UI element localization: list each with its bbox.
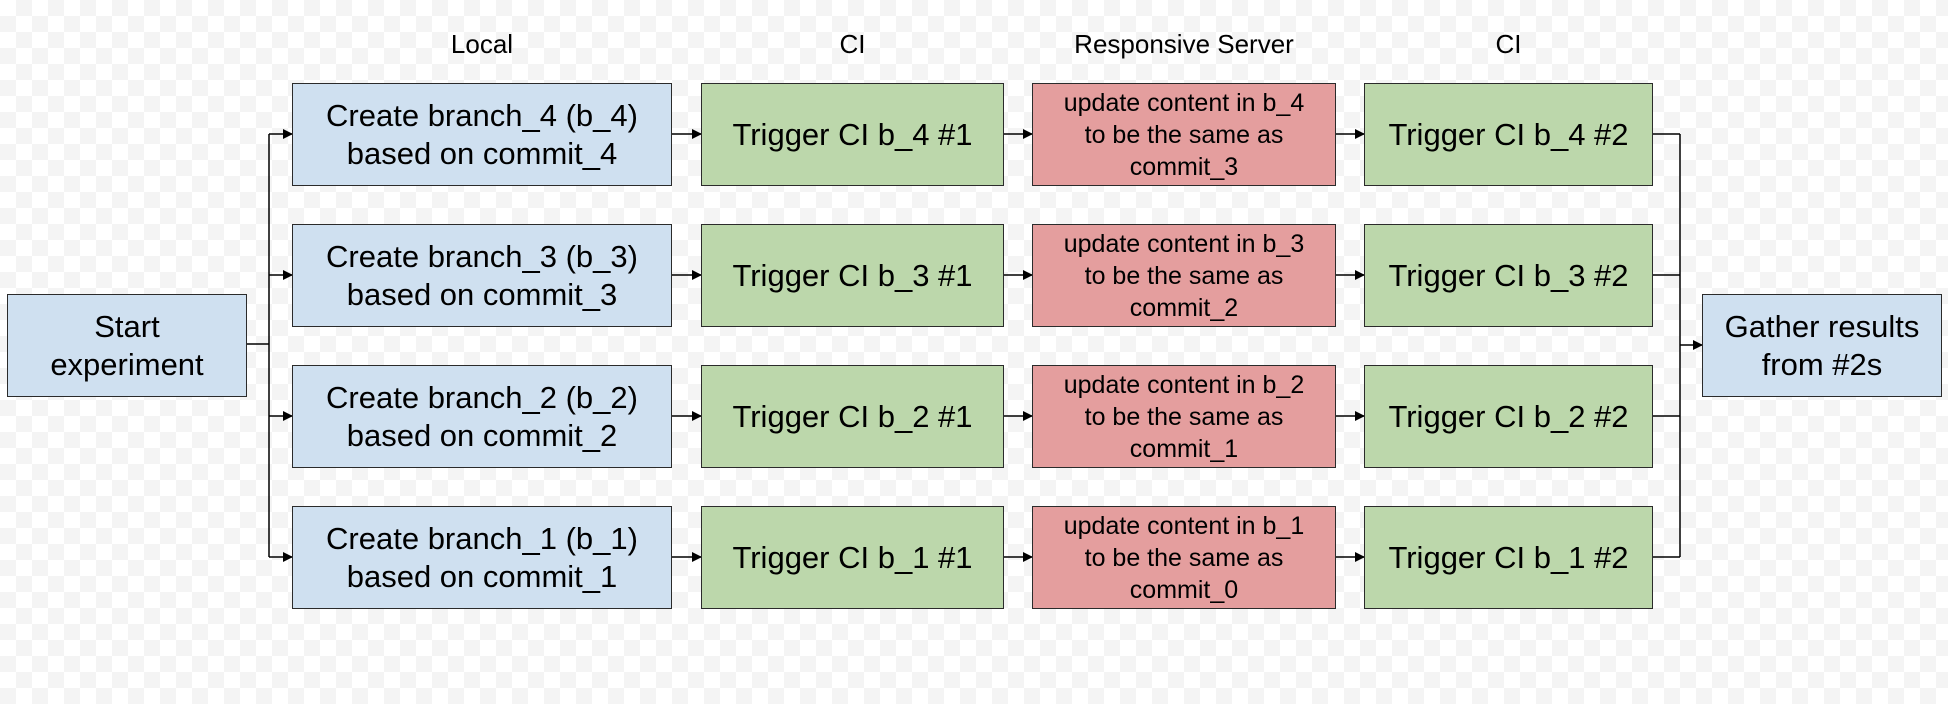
update-content-b3-box: update content in b_3 to be the same as … <box>1032 224 1336 327</box>
trigger-ci-b1-first-box: Trigger CI b_1 #1 <box>701 506 1004 609</box>
create-branch-1-box: Create branch_1 (b_1) based on commit_1 <box>292 506 672 609</box>
column-header-responsive-server: Responsive Server <box>1074 29 1294 59</box>
create-branch-4-box: Create branch_4 (b_4) based on commit_4 <box>292 83 672 186</box>
trigger-ci-b3-second-box: Trigger CI b_3 #2 <box>1364 224 1653 327</box>
trigger-ci-b1-second-box: Trigger CI b_1 #2 <box>1364 506 1653 609</box>
update-content-b1-box: update content in b_1 to be the same as … <box>1032 506 1336 609</box>
trigger-ci-b2-second-box: Trigger CI b_2 #2 <box>1364 365 1653 468</box>
trigger-ci-b2-first-box: Trigger CI b_2 #1 <box>701 365 1004 468</box>
trigger-ci-b4-second-box: Trigger CI b_4 #2 <box>1364 83 1653 186</box>
update-content-b4-box: update content in b_4 to be the same as … <box>1032 83 1336 186</box>
create-branch-2-box: Create branch_2 (b_2) based on commit_2 <box>292 365 672 468</box>
update-content-b2-box: update content in b_2 to be the same as … <box>1032 365 1336 468</box>
column-header-ci-second: CI <box>1495 29 1522 59</box>
column-header-local: Local <box>450 29 514 59</box>
column-header-ci-first: CI <box>839 29 866 59</box>
start-experiment-box: Start experiment <box>7 294 247 397</box>
create-branch-3-box: Create branch_3 (b_3) based on commit_3 <box>292 224 672 327</box>
gather-results-box: Gather results from #2s <box>1702 294 1942 397</box>
trigger-ci-b3-first-box: Trigger CI b_3 #1 <box>701 224 1004 327</box>
trigger-ci-b4-first-box: Trigger CI b_4 #1 <box>701 83 1004 186</box>
